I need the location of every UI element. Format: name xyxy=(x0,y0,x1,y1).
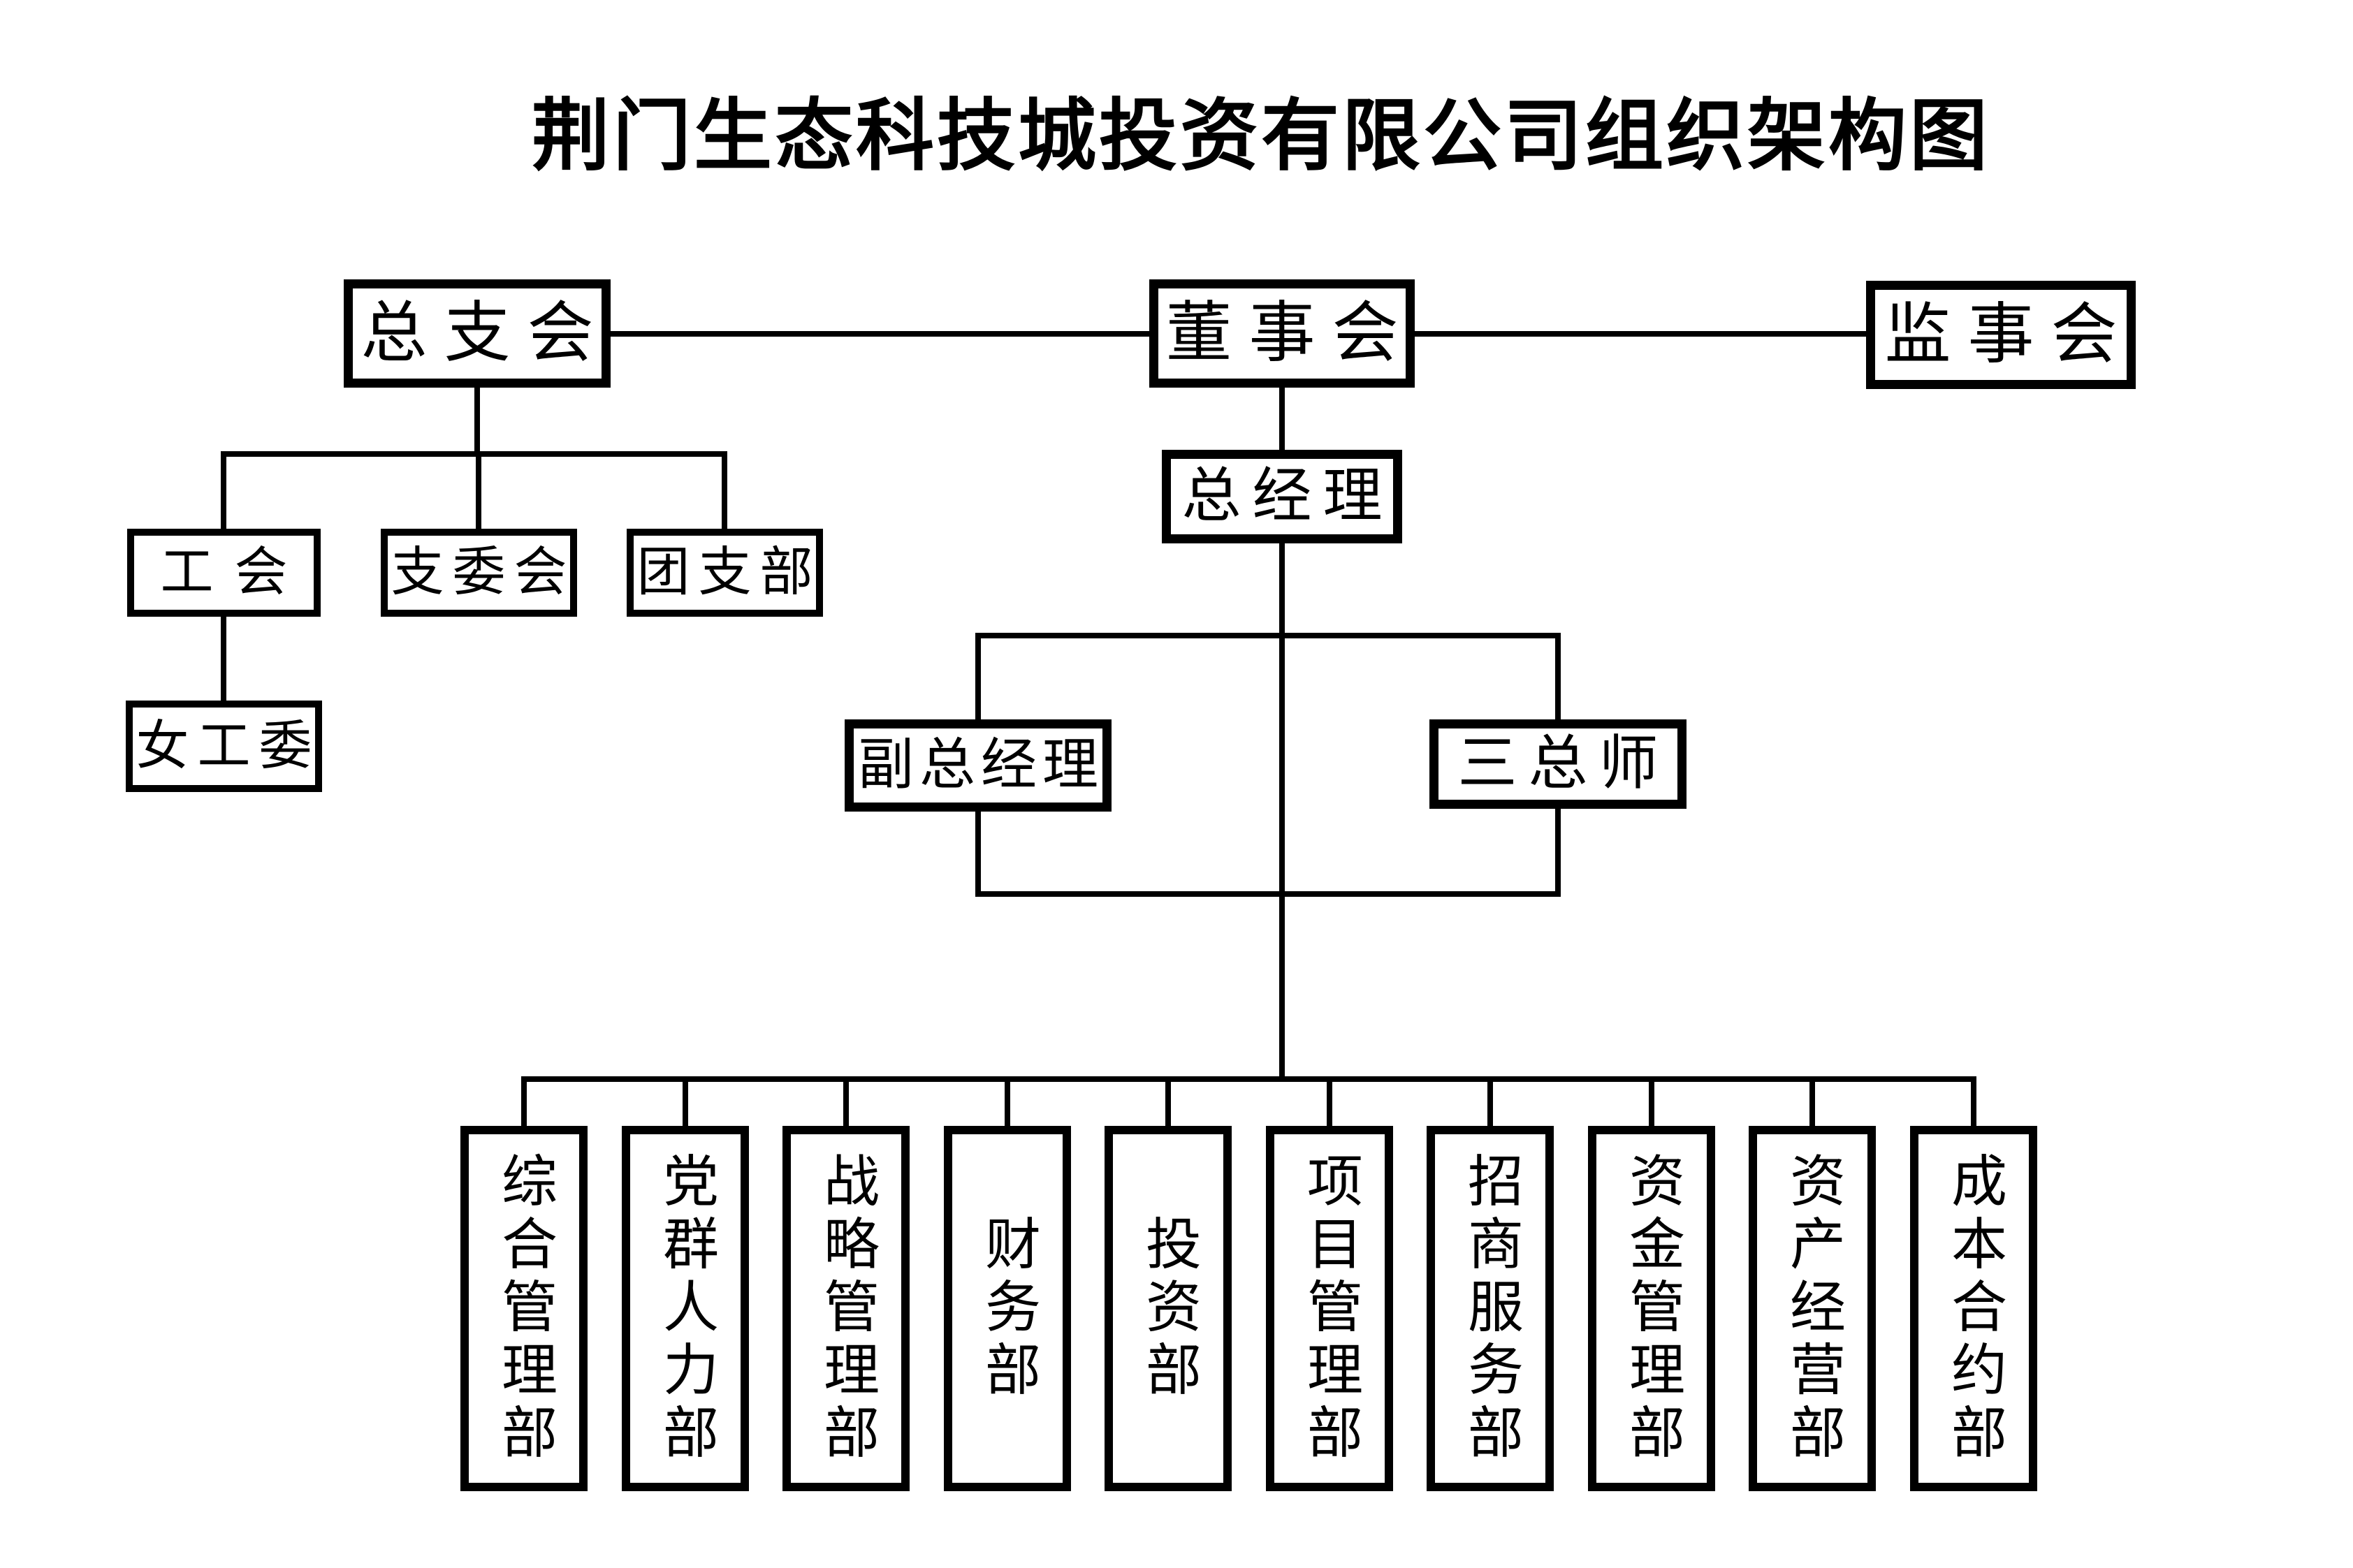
connector-fuzongjingli-down xyxy=(975,810,981,897)
three-chief-engineers-label: 三总师 xyxy=(1457,731,1670,797)
dept-box-asset-operation: 资产经营部 xyxy=(1749,1126,1876,1491)
women-workers-committee-label: 女工委 xyxy=(136,717,321,776)
dept-label-strategy-management: 战略管理部 xyxy=(815,1151,877,1466)
general-manager-label: 总经理 xyxy=(1181,463,1394,529)
dept-box-cost-contract: 成本合约部 xyxy=(1910,1126,2037,1491)
box-board-of-supervisors: 监事会 xyxy=(1866,281,2136,389)
connector-stub-dept-1 xyxy=(521,1076,527,1129)
connector-stub-dept-10 xyxy=(1971,1076,1976,1129)
box-youth-league-branch: 团支部 xyxy=(627,529,823,617)
dept-label-cost-contract: 成本合约部 xyxy=(1943,1151,2004,1466)
box-labor-union: 工会 xyxy=(127,529,321,617)
connector-stub-dept-4 xyxy=(1005,1076,1010,1129)
dept-label-party-masses-hr: 党群人力部 xyxy=(655,1151,716,1466)
connector-stub-dept-6 xyxy=(1327,1076,1332,1129)
labor-union-label: 工会 xyxy=(160,543,309,602)
connector-stub-dept-2 xyxy=(683,1076,688,1129)
connector-stub-dept-5 xyxy=(1165,1076,1171,1129)
connector-stub-dept-8 xyxy=(1649,1076,1654,1129)
connector-zongzhihui-drop xyxy=(474,386,480,457)
connector-left-distribution xyxy=(221,451,727,457)
connector-drop-sanzongshi xyxy=(1555,633,1561,721)
connector-sanzongshi-down xyxy=(1555,807,1561,897)
connector-departments-distribution xyxy=(521,1076,1976,1082)
dept-label-finance: 财务部 xyxy=(977,1214,1038,1403)
board-of-directors-label: 董事会 xyxy=(1165,296,1415,370)
dept-label-funds-management: 资金管理部 xyxy=(1621,1151,1682,1466)
dept-box-finance: 财务部 xyxy=(944,1126,1071,1491)
connector-zongjingli-main-drop xyxy=(1279,542,1285,1079)
connector-zongzhihui-dongshihui xyxy=(611,331,1149,337)
connector-stub-dept-3 xyxy=(843,1076,849,1129)
connector-bracket-bottom xyxy=(975,891,1561,897)
dept-box-investment: 投资部 xyxy=(1105,1126,1232,1491)
box-women-workers-committee: 女工委 xyxy=(126,701,322,792)
connector-stub-dept-9 xyxy=(1809,1076,1815,1129)
box-general-manager: 总经理 xyxy=(1162,450,1402,543)
dept-label-investment: 投资部 xyxy=(1137,1214,1199,1403)
connector-drop-tuanzhibu xyxy=(722,451,727,530)
box-branch-committee: 支委会 xyxy=(381,529,577,617)
dept-box-funds-management: 资金管理部 xyxy=(1588,1126,1715,1491)
dept-label-general-management: 综合管理部 xyxy=(493,1151,555,1466)
connector-gonghui-nvgongwei xyxy=(221,614,226,703)
connector-dongshihui-jianshihui xyxy=(1415,331,1866,337)
box-deputy-general-manager: 副总经理 xyxy=(845,719,1112,812)
connector-bracket-top xyxy=(975,633,1561,638)
box-party-general-branch: 总支会 xyxy=(344,279,611,388)
box-three-chief-engineers: 三总师 xyxy=(1429,719,1687,809)
connector-drop-fuzongjingli xyxy=(975,633,981,721)
youth-league-branch-label: 团支部 xyxy=(636,543,822,602)
dept-box-party-masses-hr: 党群人力部 xyxy=(622,1126,749,1491)
party-general-branch-label: 总支会 xyxy=(360,296,611,370)
dept-box-investment-promotion-service: 招商服务部 xyxy=(1427,1126,1554,1491)
connector-drop-zhiweihui xyxy=(476,451,481,530)
box-board-of-directors: 董事会 xyxy=(1149,279,1415,388)
connector-stub-dept-7 xyxy=(1487,1076,1493,1129)
branch-committee-label: 支委会 xyxy=(391,543,576,602)
dept-label-project-management: 项目管理部 xyxy=(1299,1151,1360,1466)
dept-label-investment-promotion-service: 招商服务部 xyxy=(1459,1151,1521,1466)
dept-label-asset-operation: 资产经营部 xyxy=(1782,1151,1843,1466)
dept-box-strategy-management: 战略管理部 xyxy=(782,1126,910,1491)
dept-box-general-management: 综合管理部 xyxy=(460,1126,588,1491)
deputy-general-manager-label: 副总经理 xyxy=(858,735,1104,796)
dept-box-project-management: 项目管理部 xyxy=(1266,1126,1393,1491)
page-title: 荆门生态科技城投资有限公司组织架构图 xyxy=(532,94,1990,180)
connector-drop-gonghui xyxy=(221,451,226,530)
board-of-supervisors-label: 监事会 xyxy=(1884,298,2134,372)
connector-dongshihui-zongjingli xyxy=(1279,386,1285,450)
